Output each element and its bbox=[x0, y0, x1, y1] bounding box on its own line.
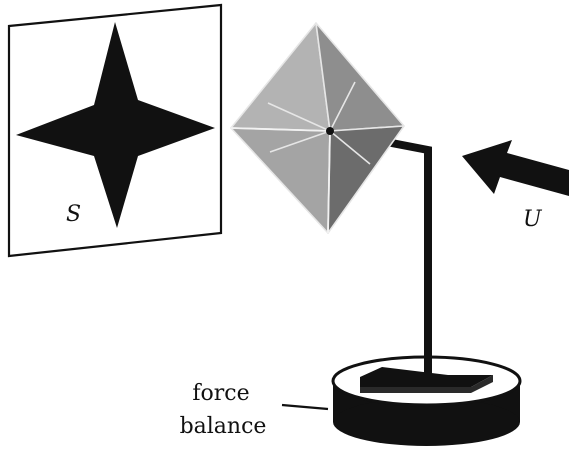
star-fold-left bbox=[230, 127, 331, 132]
area-label: S bbox=[66, 202, 81, 227]
balance-plate-side bbox=[360, 375, 493, 393]
balance-bottom bbox=[333, 398, 520, 446]
star-facet-ll bbox=[230, 127, 331, 234]
balance-plate-top bbox=[360, 367, 493, 387]
flow-arrow: U bbox=[462, 140, 569, 232]
flow-label: U bbox=[523, 207, 543, 232]
balance-leader-line bbox=[281, 403, 329, 411]
projection-panel: S bbox=[7, 3, 223, 258]
star-facet-lr bbox=[327, 125, 405, 234]
star-silhouette bbox=[16, 22, 215, 228]
force-balance bbox=[281, 355, 522, 446]
balance-label-line1: force bbox=[192, 381, 249, 406]
force-balance-label: force balance bbox=[180, 381, 267, 439]
star-facet-ul bbox=[230, 22, 331, 132]
star-facet-ur bbox=[315, 22, 405, 132]
balance-label-line2: balance bbox=[180, 414, 267, 439]
star-pivot bbox=[326, 127, 334, 135]
star-fold-bottom bbox=[327, 130, 331, 234]
star-body bbox=[230, 22, 405, 234]
flow-arrow-icon bbox=[462, 140, 569, 196]
